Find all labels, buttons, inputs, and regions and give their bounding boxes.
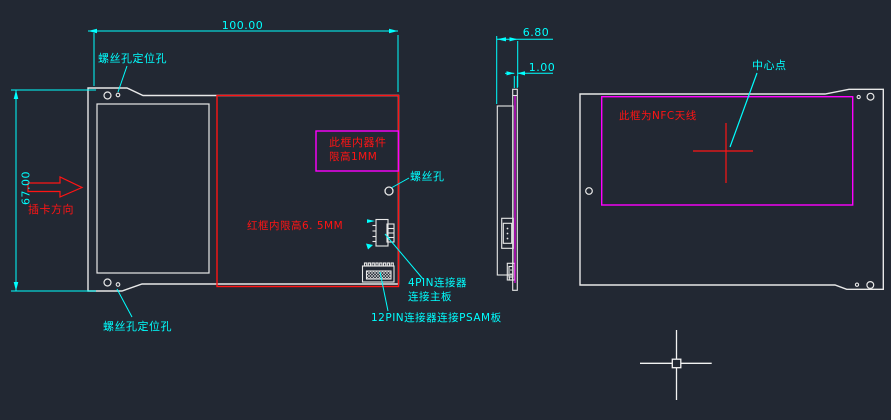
connector-4pin <box>372 218 395 247</box>
leader-top-hole <box>117 65 128 93</box>
nfc-zone-note: 此框为NFC天线 <box>619 110 697 122</box>
card-slot-rect <box>96 103 210 274</box>
card-direction-arrow <box>27 176 84 198</box>
side-conn-dot5 <box>510 273 512 275</box>
center-point-cross <box>693 123 753 183</box>
component-zone-note-line1: 此框内器件 <box>329 136 387 149</box>
height-dimension-text: 67.00 <box>19 171 33 205</box>
leader-center-point <box>729 72 758 148</box>
back-hole-topright-big <box>866 92 875 101</box>
leader-screw-hole <box>391 177 410 188</box>
red-zone-note: 红框内限高6. 5MM <box>247 220 344 232</box>
back-hole-bottomright-small <box>854 282 860 287</box>
pin1-marker-icon <box>367 219 375 223</box>
pin-end-marker-icon <box>366 243 373 250</box>
back-hole-bottomright-big <box>866 281 875 290</box>
crosshair-cursor <box>640 330 712 400</box>
dimension-height <box>11 89 96 292</box>
pcb-thickness-dimension-text: 1.00 <box>528 61 556 74</box>
side-total-dimension-text: 6.80 <box>522 26 550 39</box>
top-hole-label: 螺丝孔定位孔 <box>98 52 167 65</box>
back-board-outline <box>579 88 884 290</box>
leader-bottom-hole <box>116 288 133 318</box>
front-board-outline <box>87 87 400 292</box>
dimension-width <box>88 28 399 92</box>
side-conn-dot3 <box>506 237 509 240</box>
side-conn-dot1 <box>506 227 509 230</box>
leader-12pin <box>379 271 389 312</box>
leader-4pin <box>384 233 424 280</box>
connector-12pin <box>361 262 395 283</box>
screw-hole-top-big <box>103 91 112 100</box>
magenta-component-zone <box>315 130 400 172</box>
locating-hole-bottom-small <box>115 282 121 287</box>
back-hole-left <box>585 187 593 195</box>
center-point-label: 中心点 <box>752 59 787 72</box>
red-limit-box <box>216 94 400 288</box>
card-direction-label: 插卡方向 <box>28 203 74 216</box>
locating-hole-top-small <box>115 92 121 98</box>
side-view <box>496 88 518 291</box>
pin12-label: 12PIN连接器连接PSAM板 <box>371 312 502 324</box>
screw-hole-label: 螺丝孔 <box>410 170 445 183</box>
screw-hole-bottom-big <box>103 278 112 287</box>
side-conn-dot2 <box>506 232 509 235</box>
nfc-antenna-zone <box>601 95 854 206</box>
pin4-label-line1: 4PIN连接器 <box>408 277 467 289</box>
back-hole-topright-small <box>856 94 861 100</box>
bottom-hole-label: 螺丝孔定位孔 <box>103 320 172 333</box>
side-conn-dot4 <box>510 269 512 271</box>
component-zone-note-line2: 限高1MM <box>329 151 378 163</box>
dimension-pcb-thickness <box>505 71 553 88</box>
pin4-label-line2: 连接主板 <box>408 291 452 303</box>
screw-hole-mid <box>384 186 394 196</box>
width-dimension-text: 100.00 <box>221 19 264 32</box>
